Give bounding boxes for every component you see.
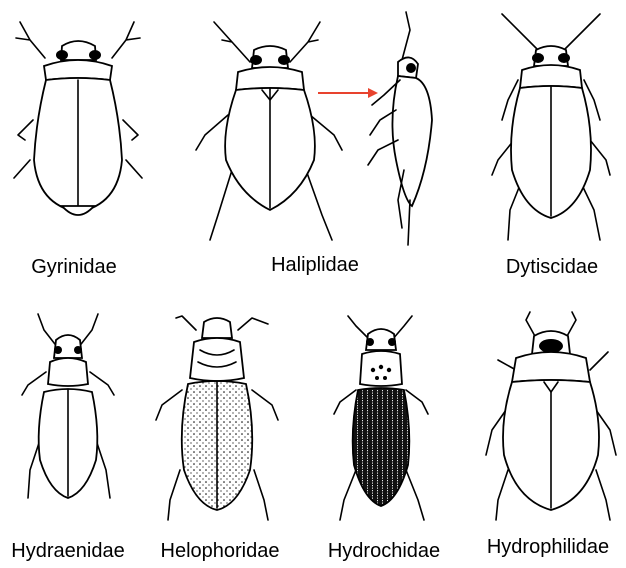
gyrinidae-beetle-drawing bbox=[14, 22, 142, 215]
dytiscidae-beetle-drawing bbox=[492, 14, 610, 240]
eye-right bbox=[89, 50, 101, 60]
hydraenidae-beetle-drawing bbox=[22, 314, 114, 498]
label-haliplidae: Haliplidae bbox=[271, 254, 359, 277]
haliplidae-beetle-drawing bbox=[196, 22, 342, 240]
label-hydraenidae: Hydraenidae bbox=[11, 540, 124, 563]
label-dytiscidae: Dytiscidae bbox=[506, 256, 598, 279]
view-arrow bbox=[318, 88, 378, 98]
haliplidae-lateral-drawing bbox=[368, 12, 432, 245]
label-gyrinidae: Gyrinidae bbox=[31, 256, 117, 279]
helophoridae-beetle-drawing bbox=[156, 316, 278, 520]
label-helophoridae: Helophoridae bbox=[161, 540, 280, 563]
eye-left bbox=[56, 50, 68, 60]
label-hydrophilidae: Hydrophilidae bbox=[487, 536, 609, 559]
label-hydrochidae: Hydrochidae bbox=[328, 540, 440, 563]
hydrochidae-beetle-drawing bbox=[334, 316, 428, 520]
hydrophilidae-beetle-drawing bbox=[486, 312, 616, 520]
